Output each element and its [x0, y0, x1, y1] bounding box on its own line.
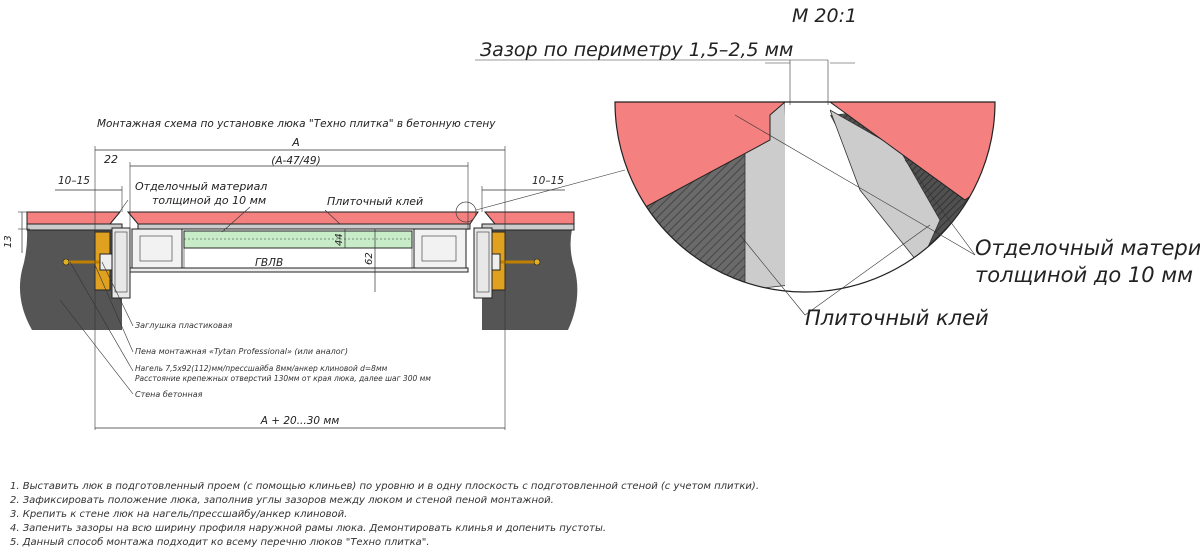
dim-left-gap: 10–15 — [58, 175, 90, 187]
main-section — [18, 146, 626, 430]
dim-a: A — [291, 136, 300, 149]
concrete-wall-right — [482, 229, 578, 330]
gap-label: Зазор по периметру 1,5–2,5 мм — [480, 39, 793, 61]
tile-glue-label: Плиточный клей — [327, 195, 423, 208]
finish-label-1: Отделочный материал — [135, 180, 267, 193]
door-profile-left — [131, 228, 183, 270]
detail-finish-1: Отделочный материал — [975, 236, 1200, 260]
note-4: 4. Запенить зазоры на всю ширину профиля… — [10, 523, 606, 534]
tile-right — [483, 211, 575, 225]
dim-right-gap: 10–15 — [532, 175, 564, 187]
legend-wall: Стена бетонная — [135, 390, 203, 399]
legend-plug: Заглушка пластиковая — [135, 321, 233, 330]
door-profile-right — [413, 228, 467, 270]
glue-door — [137, 223, 471, 230]
dim-44: 44 — [334, 233, 345, 246]
tile-door — [126, 211, 479, 225]
note-1: 1. Выставить люк в подготовленный проем … — [10, 481, 759, 492]
detail-tile-glue: Плиточный клей — [805, 306, 989, 330]
dim-a-expr: (А-47/49) — [271, 155, 320, 167]
legend-foam: Пена монтажная «Tytan Professional» (или… — [135, 347, 348, 356]
gvl-board — [183, 230, 413, 249]
glue-layer-right — [481, 223, 575, 231]
gvl-label: ГВЛВ — [255, 257, 283, 269]
frame-right — [473, 227, 493, 299]
dim-13: 13 — [3, 235, 14, 248]
dim-62: 62 — [364, 252, 375, 265]
dim-bottom: А + 20...30 мм — [260, 415, 340, 427]
note-5: 5. Данный способ монтажа подходит ко все… — [10, 536, 430, 548]
legend-nail-1: Нагель 7,5х92(112)мм/прессшайба 8мм/анке… — [135, 364, 388, 373]
note-3: 3. Крепить к стене люк на нагель/прессша… — [10, 508, 347, 520]
detail-finish-2: толщиной до 10 мм — [975, 263, 1193, 287]
notes: 1. Выставить люк в подготовленный проем … — [10, 481, 759, 548]
note-2: 2. Зафиксировать положение люка, заполни… — [10, 495, 554, 506]
tile-left — [26, 211, 122, 225]
finish-label-2: толщиной до 10 мм — [152, 194, 266, 207]
glue-layer-left — [26, 223, 123, 231]
frame-left — [111, 227, 131, 299]
scale-label: М 20:1 — [792, 5, 857, 27]
dim-22: 22 — [104, 153, 118, 166]
legend-nail-2: Расстояние крепежных отверстий 130мм от … — [135, 374, 431, 383]
drawing-title: Монтажная схема по установке люка "Техно… — [97, 118, 496, 130]
